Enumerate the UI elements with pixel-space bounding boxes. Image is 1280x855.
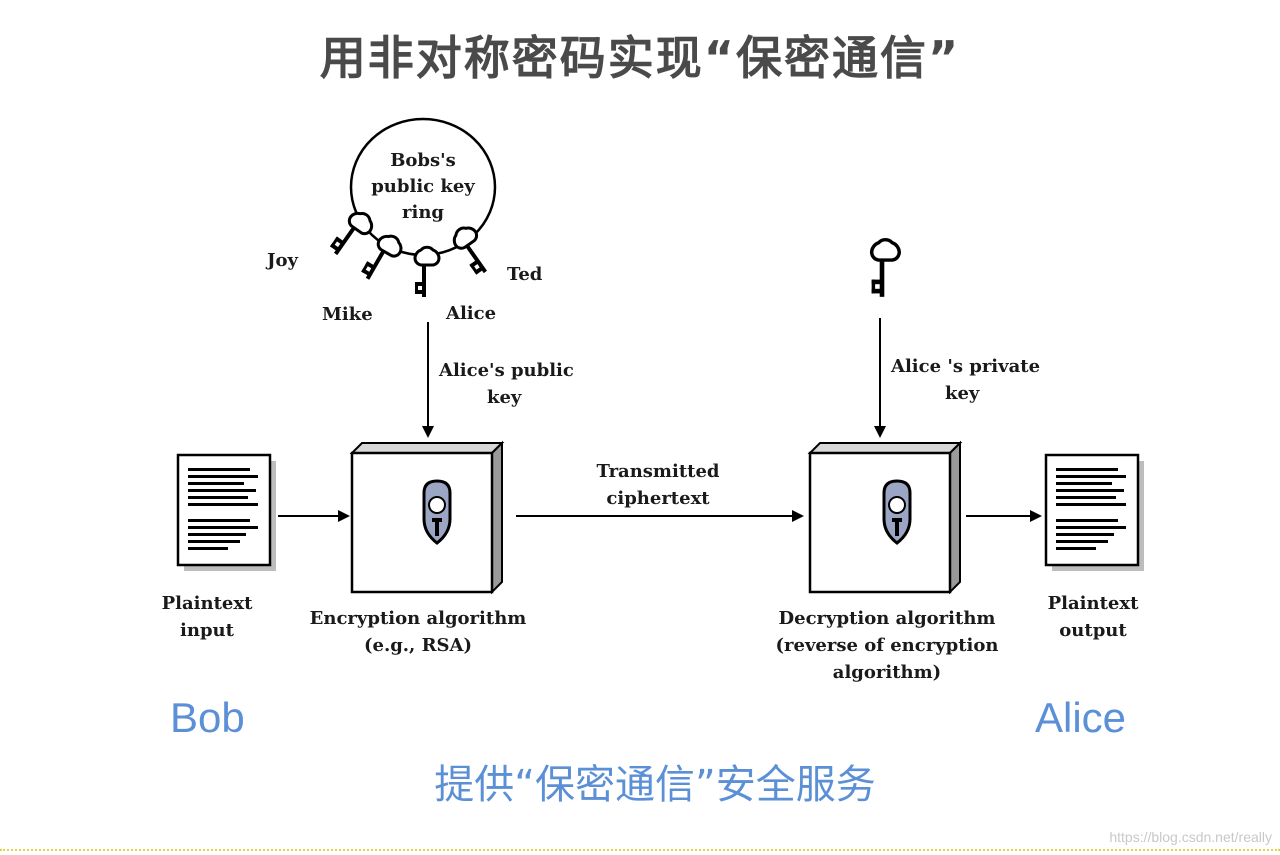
key-label-ted: Ted [507,264,543,285]
plaintext-output-document-icon [1044,453,1144,571]
alice-public-key-label-2: key [487,387,522,408]
private-key-icon [869,237,901,299]
sender-label: Bob [170,694,245,741]
plaintext-input-label-1: Plaintext [162,593,253,614]
decryption-algorithm-label-1: Decryption algorithm [779,608,996,629]
key-mike-icon [358,229,407,288]
decryption-algorithm-label-3: algorithm) [833,662,941,683]
decryption-algorithm-label-2: (reverse of encryption [776,635,999,656]
keyring-label-line-1: Bobs's [390,150,456,171]
alice-private-key-label-1: Alice 's private [890,356,1040,377]
plaintext-output-label-1: Plaintext [1048,593,1139,614]
plaintext-output-label-2: output [1059,620,1127,641]
bottom-divider [0,849,1280,851]
plaintext-input-document-icon [176,453,276,571]
page-title: 用非对称密码实现“保密通信” [319,31,961,85]
transmitted-ciphertext-label-1: Transmitted [596,461,719,482]
alice-private-key-label-2: key [945,383,980,404]
key-alice-icon [413,245,441,299]
public-key-ring: Bobs's public key ring [349,117,497,257]
key-label-mike: Mike [322,304,373,325]
encryption-algorithm-label-1: Encryption algorithm [310,608,527,629]
key-label-alice: Alice [445,303,496,324]
key-ted-icon [447,221,500,279]
lock-icon [422,479,452,545]
transmitted-ciphertext-label-2: ciphertext [606,488,710,509]
encryption-algorithm-label-2: (e.g., RSA) [364,635,472,656]
alice-public-key-label-1: Alice's public [438,360,574,381]
lock-icon [882,479,912,545]
keyring-label-line-3: ring [402,202,444,223]
encryption-algorithm-box [349,440,505,595]
receiver-label: Alice [1035,694,1127,741]
watermark: https://blog.csdn.net/really [1109,829,1272,845]
plaintext-input-label-2: input [180,620,235,641]
caption: 提供“保密通信”安全服务 [434,762,876,808]
decryption-algorithm-box [807,440,963,595]
keyring-label-line-2: public key [371,176,475,197]
key-label-joy: Joy [265,250,299,271]
key-joy-icon [326,206,378,265]
